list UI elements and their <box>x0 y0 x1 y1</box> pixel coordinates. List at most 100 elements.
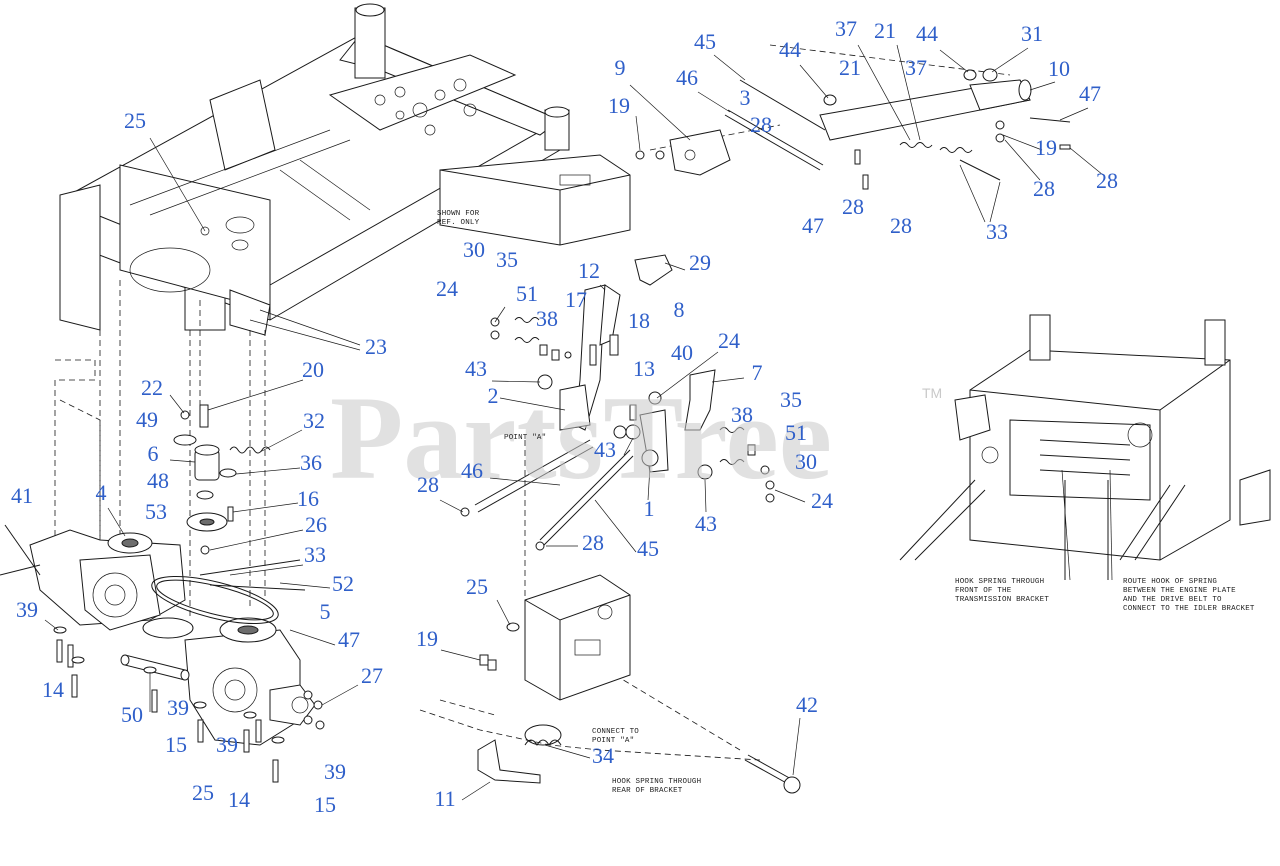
callout-c6[interactable]: 6 <box>148 441 159 466</box>
callout-c34[interactable]: 34 <box>592 743 614 768</box>
callout-c35a[interactable]: 35 <box>496 247 518 272</box>
note-hook-rear-2: REAR OF BRACKET <box>612 787 683 795</box>
callout-c45a[interactable]: 45 <box>694 29 716 54</box>
callout-c28c[interactable]: 28 <box>1033 176 1055 201</box>
callout-c19c[interactable]: 19 <box>416 626 438 651</box>
note-hook-rear-1: HOOK SPRING THROUGH <box>612 778 701 786</box>
callout-c47c[interactable]: 47 <box>1079 81 1101 106</box>
note-shown-for-ref-2: REF. ONLY <box>437 219 480 227</box>
callout-c19b[interactable]: 19 <box>1035 135 1057 160</box>
callout-c14a[interactable]: 14 <box>42 677 64 702</box>
callout-c19a[interactable]: 19 <box>608 93 630 118</box>
callout-c10[interactable]: 10 <box>1048 56 1070 81</box>
callout-c8[interactable]: 8 <box>674 297 685 322</box>
callout-c47a[interactable]: 47 <box>338 627 360 652</box>
callout-c38b[interactable]: 38 <box>731 402 753 427</box>
watermark-text: PartsTree <box>330 371 832 504</box>
callout-c43a[interactable]: 43 <box>465 356 487 381</box>
callout-c28e[interactable]: 28 <box>417 472 439 497</box>
callout-c12[interactable]: 12 <box>578 258 600 283</box>
callout-c28d[interactable]: 28 <box>1096 168 1118 193</box>
callout-c40[interactable]: 40 <box>671 340 693 365</box>
callout-c30a[interactable]: 30 <box>463 237 485 262</box>
callout-c48[interactable]: 48 <box>147 468 169 493</box>
callout-c28g[interactable]: 28 <box>890 213 912 238</box>
callout-c49[interactable]: 49 <box>136 407 158 432</box>
callout-c32[interactable]: 32 <box>303 408 325 433</box>
callout-c45b[interactable]: 45 <box>637 536 659 561</box>
callout-c39c[interactable]: 39 <box>216 732 238 757</box>
control-lever-assembly <box>460 254 775 551</box>
callout-c15b[interactable]: 15 <box>314 792 336 817</box>
callout-c18[interactable]: 18 <box>628 308 650 333</box>
callout-c24a[interactable]: 24 <box>436 276 458 301</box>
note-connect-1: CONNECT TO <box>592 728 639 736</box>
callout-c50[interactable]: 50 <box>121 702 143 727</box>
note-hook-front-3: TRANSMISSION BRACKET <box>955 596 1049 604</box>
callout-c9[interactable]: 9 <box>615 55 626 80</box>
callout-c42[interactable]: 42 <box>796 692 818 717</box>
callout-c51b[interactable]: 51 <box>785 420 807 445</box>
transmission-assembly <box>0 524 316 746</box>
callout-c53[interactable]: 53 <box>145 499 167 524</box>
callout-c23[interactable]: 23 <box>365 334 387 359</box>
callout-c46b[interactable]: 46 <box>461 458 483 483</box>
callout-c4[interactable]: 4 <box>96 480 107 505</box>
callout-c27[interactable]: 27 <box>361 663 383 688</box>
callout-c46a[interactable]: 46 <box>676 65 698 90</box>
callout-c1[interactable]: 1 <box>644 496 655 521</box>
callout-c43b[interactable]: 43 <box>594 437 616 462</box>
callout-c29[interactable]: 29 <box>689 250 711 275</box>
callout-c17[interactable]: 17 <box>565 287 587 312</box>
callout-c36[interactable]: 36 <box>300 450 322 475</box>
callout-c28b[interactable]: 28 <box>842 194 864 219</box>
idler-pulley-stack <box>173 404 306 591</box>
callout-c51a[interactable]: 51 <box>516 281 538 306</box>
callout-c5[interactable]: 5 <box>320 599 331 624</box>
callout-c39d[interactable]: 39 <box>324 759 346 784</box>
callout-c39b[interactable]: 39 <box>167 695 189 720</box>
callout-c44a[interactable]: 44 <box>779 37 801 62</box>
callout-c33b[interactable]: 33 <box>986 219 1008 244</box>
control-shaft-assembly <box>635 68 1071 190</box>
callout-c44b[interactable]: 44 <box>916 21 938 46</box>
callout-c7[interactable]: 7 <box>752 360 763 385</box>
note-route-1: ROUTE HOOK OF SPRING <box>1123 578 1217 586</box>
callout-c25a[interactable]: 25 <box>124 108 146 133</box>
callout-c37a[interactable]: 37 <box>835 16 857 41</box>
callout-c3[interactable]: 3 <box>740 85 751 110</box>
callout-c21b[interactable]: 21 <box>839 55 861 80</box>
callout-c13[interactable]: 13 <box>633 356 655 381</box>
callout-c47b[interactable]: 47 <box>802 213 824 238</box>
callout-c43c[interactable]: 43 <box>695 511 717 536</box>
callout-c38a[interactable]: 38 <box>536 306 558 331</box>
callout-c41[interactable]: 41 <box>11 483 33 508</box>
callout-c24b[interactable]: 24 <box>718 328 740 353</box>
callout-c28f[interactable]: 28 <box>582 530 604 555</box>
callout-c31[interactable]: 31 <box>1021 21 1043 46</box>
callout-c24c[interactable]: 24 <box>811 488 833 513</box>
callout-c28a[interactable]: 28 <box>750 112 772 137</box>
callout-c52[interactable]: 52 <box>332 571 354 596</box>
callout-c33a[interactable]: 33 <box>304 542 326 567</box>
callout-c20[interactable]: 20 <box>302 357 324 382</box>
note-route-4: CONNECT TO THE IDLER BRACKET <box>1123 605 1255 613</box>
callout-c25b[interactable]: 25 <box>192 780 214 805</box>
callout-c25c[interactable]: 25 <box>466 574 488 599</box>
main-frame-assembly <box>59 3 631 336</box>
callout-c21a[interactable]: 21 <box>874 18 896 43</box>
callout-c26[interactable]: 26 <box>305 512 327 537</box>
note-connect-2: POINT "A" <box>592 737 634 745</box>
callout-c30b[interactable]: 30 <box>795 449 817 474</box>
callout-c15a[interactable]: 15 <box>165 732 187 757</box>
callout-c14b[interactable]: 14 <box>228 787 250 812</box>
note-shown-for-ref-1: SHOWN FOR <box>437 210 480 218</box>
callout-c11[interactable]: 11 <box>434 786 455 811</box>
callout-c16[interactable]: 16 <box>297 486 319 511</box>
callout-c2[interactable]: 2 <box>488 383 499 408</box>
callout-c37b[interactable]: 37 <box>905 55 927 80</box>
callout-c35b[interactable]: 35 <box>780 387 802 412</box>
callout-c22[interactable]: 22 <box>141 375 163 400</box>
callout-c39a[interactable]: 39 <box>16 597 38 622</box>
